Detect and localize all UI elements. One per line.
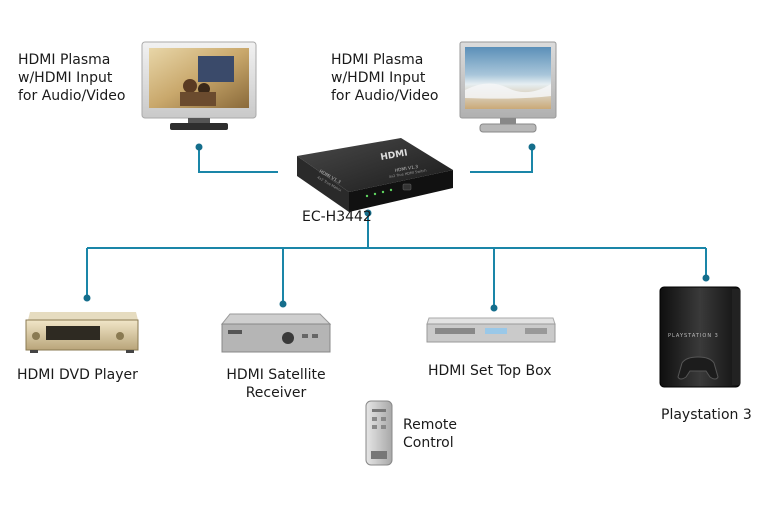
matrix-model-label: EC-H3442 — [302, 209, 372, 225]
dot-dvd — [83, 294, 91, 302]
playstation-3-console: PLAYSTATION 3 — [659, 286, 741, 388]
set-top-box — [426, 317, 556, 343]
left-plasma-tv — [141, 41, 257, 130]
satellite-receiver-label: HDMI Satellite Receiver — [226, 367, 326, 401]
ps3-logo: PLAYSTATION 3 — [668, 333, 719, 339]
matrix-select-button — [402, 183, 412, 191]
ps3-controller — [677, 356, 719, 380]
dvd-player-label: HDMI DVD Player — [17, 367, 138, 383]
wire-left-display — [198, 147, 278, 173]
matrix-face-text-4: 4x2 True HDMI Switch — [388, 168, 426, 179]
dot-matrix — [364, 209, 372, 217]
right-plasma-tv — [459, 41, 557, 133]
dot-satellite — [279, 300, 287, 308]
dvd-player — [25, 312, 139, 353]
matrix-logo: HDMI — [380, 148, 409, 163]
hdmi-matrix-switch: HDMI HDMI V1.3 4x2 True Matrix HDMI V1.3… — [297, 138, 453, 212]
playstation-3-label: Playstation 3 — [661, 407, 752, 423]
dot-left-display — [195, 143, 203, 151]
wire-right-display — [470, 147, 533, 173]
dot-settop — [490, 304, 498, 312]
set-top-box-label: HDMI Set Top Box — [428, 363, 552, 379]
dot-right-display — [528, 143, 536, 151]
matrix-face-text-3: HDMI V1.3 — [394, 164, 419, 174]
left-display-label: HDMI Plasma w/HDMI Input for Audio/Video — [18, 52, 126, 104]
remote-control — [365, 400, 393, 466]
dot-ps3 — [702, 274, 710, 282]
remote-control-label: Remote Control — [403, 417, 458, 451]
satellite-receiver — [220, 313, 332, 353]
right-display-label: HDMI Plasma w/HDMI Input for Audio/Video — [331, 52, 439, 104]
